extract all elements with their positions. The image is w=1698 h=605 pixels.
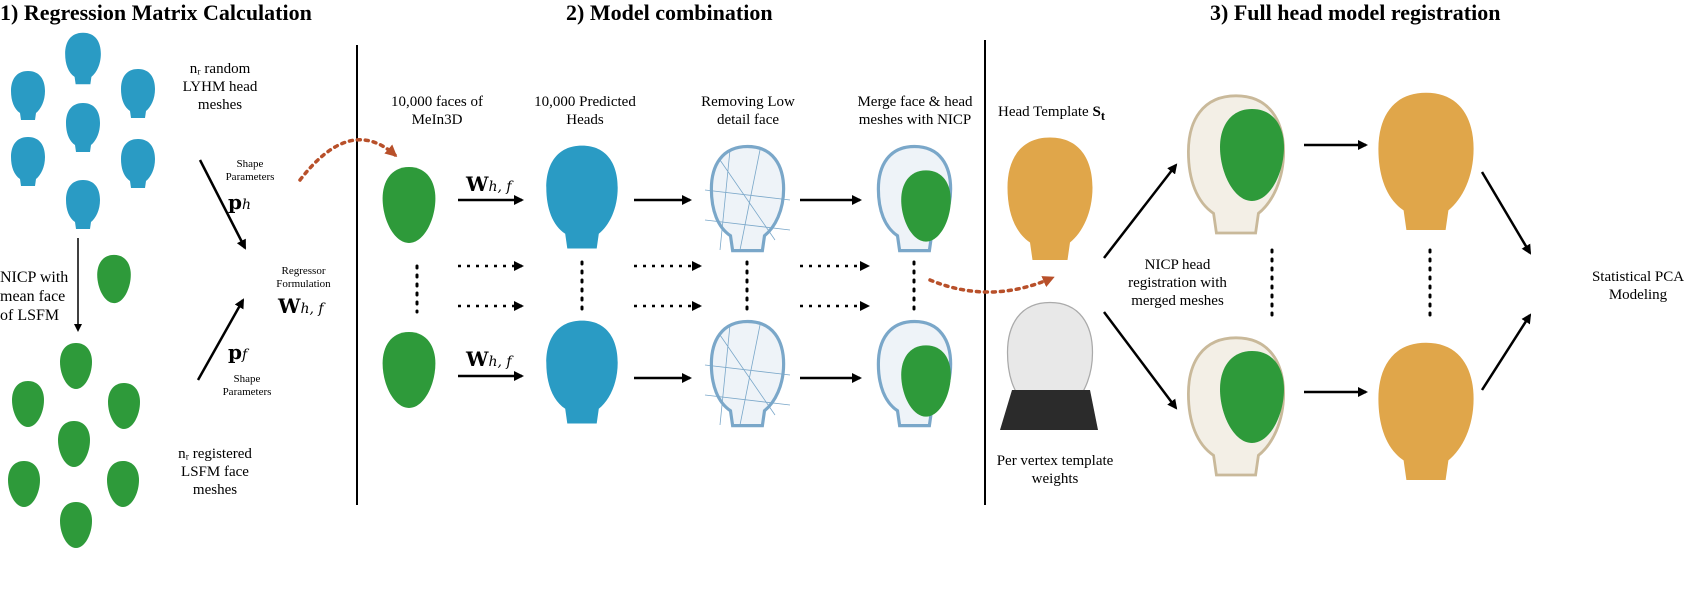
section3-title: 3) Full head model registration (1210, 0, 1501, 25)
merge-label-line: meshes with NICP (858, 112, 972, 128)
pca-label-line: Statistical PCA (1591, 269, 1685, 285)
lyhm-label-line: meshes (197, 97, 243, 113)
head-mesh-icon (121, 139, 155, 188)
head-mesh-icon (1378, 92, 1474, 230)
merge-label-line: Merge face & head (857, 94, 973, 110)
pca-label-line: Modeling (1608, 287, 1668, 303)
regressor-line: Regressor (281, 265, 326, 277)
predicted-label-line: Heads (566, 112, 604, 128)
face-mesh-icon (12, 381, 44, 427)
wireframe-head-icon (704, 319, 791, 428)
lyhm-label: nᵣ random LYHM head meshes (160, 60, 280, 114)
nicp-label-line: of LSFM (0, 307, 60, 324)
arrow-icon (1103, 311, 1178, 410)
lsfm-label-line: nᵣ registered (178, 446, 252, 462)
head-mesh-icon (546, 145, 618, 249)
face-mesh-icon (382, 332, 436, 408)
head-mesh-icon (66, 103, 100, 152)
shape-params-line: Shape (236, 158, 264, 170)
nicp-label-line: NICP with (0, 269, 69, 286)
face-mesh-icon (382, 167, 436, 243)
merge-label: Merge face & head meshes with NICP (840, 93, 990, 129)
registration-label-line: registration with (1128, 275, 1227, 291)
ph-symbol: ph (228, 190, 252, 214)
removing-label-line: detail face (716, 112, 780, 128)
w-symbol-top: Wh, f (466, 172, 512, 196)
face-mesh-icon (107, 461, 139, 507)
face-mesh-icon (108, 383, 140, 429)
w-symbol-bottom: Wh, f (466, 347, 512, 371)
removing-label: Removing Low detail face (688, 93, 808, 129)
head-mesh-icon (546, 320, 618, 424)
lsfm-face-cluster (8, 343, 140, 548)
shape-params-bottom: Shape Parameters (216, 373, 278, 399)
face-mesh-icon (8, 461, 40, 507)
pervertex-label-line: weights (1031, 471, 1079, 487)
dotted-arrows (458, 261, 870, 311)
registration-label-line: merged meshes (1131, 293, 1224, 309)
head-mesh-icon (1378, 342, 1474, 480)
pervertex-label-line: Per vertex template (996, 453, 1114, 469)
pf-symbol: pf (228, 340, 248, 364)
lyhm-head-cluster (11, 32, 155, 229)
predicted-label-line: 10,000 Predicted (534, 94, 636, 110)
head-template-icon (1007, 137, 1093, 260)
regressor-label: Regressor Formulation (266, 265, 341, 291)
w-symbol-regressor: Wh, f (278, 294, 324, 318)
merged-head-icon (876, 319, 953, 428)
nicp-label-line: mean face (0, 288, 66, 305)
dotted-arrow-icon (928, 276, 1055, 294)
arrow-icon (198, 159, 247, 250)
faces-label: 10,000 faces of MeIn3D (372, 93, 502, 129)
head-mesh-icon (11, 71, 45, 120)
head-mesh-icon (65, 32, 101, 85)
pervertex-label: Per vertex template weights (985, 452, 1125, 488)
shape-params-top: Shape Parameters (220, 158, 280, 184)
head-template-label: Head Template St (998, 103, 1138, 125)
shape-params-line: Parameters (222, 386, 272, 398)
registration-label: NICP head registration with merged meshe… (1100, 256, 1255, 310)
lsfm-label-line: meshes (192, 482, 238, 498)
regressor-line: Formulation (276, 278, 331, 290)
arrow-icon (1103, 163, 1178, 259)
merged-head-icon (876, 144, 953, 253)
ellipsis-columns (415, 248, 1432, 322)
lyhm-label-line: LYHM head (182, 79, 258, 95)
pca-label: Statistical PCA Modeling (1578, 268, 1698, 304)
arrow-icon (1480, 313, 1532, 391)
shape-params-line: Parameters (225, 171, 275, 183)
face-mesh-icon (97, 254, 131, 304)
removing-label-line: Removing Low (701, 94, 795, 110)
arrow-icon (1480, 171, 1532, 255)
template-subscript: t (1100, 109, 1105, 123)
section2-title: 2) Model combination (566, 0, 773, 25)
face-mesh-icon (60, 343, 92, 389)
nicp-label: NICP with mean face of LSFM (0, 268, 75, 325)
arrow-icon (196, 298, 245, 381)
wireframe-head-icon (704, 144, 791, 253)
template-symbol: S (1092, 104, 1101, 120)
lyhm-label-line: nᵣ random (189, 61, 251, 77)
head-mesh-icon (66, 180, 100, 229)
shape-params-line: Shape (233, 373, 261, 385)
head-mesh-icon (121, 69, 155, 118)
lsfm-label: nᵣ registered LSFM face meshes (155, 445, 275, 499)
head-mesh-icon (11, 137, 45, 186)
faces-label-line: MeIn3D (411, 112, 463, 128)
registered-head-icon (1186, 94, 1286, 235)
section1-title: 1) Regression Matrix Calculation (0, 0, 312, 25)
registered-head-icon (1186, 336, 1286, 477)
faces-label-line: 10,000 faces of (390, 94, 484, 110)
per-vertex-weights-icon (1000, 301, 1098, 430)
face-mesh-icon (58, 421, 90, 467)
dotted-arrow-icon (298, 138, 398, 182)
registration-label-line: NICP head (1144, 257, 1211, 273)
face-mesh-icon (60, 502, 92, 548)
lsfm-label-line: LSFM face (181, 464, 249, 480)
head-template-text: Head Template (998, 104, 1089, 120)
predicted-label: 10,000 Predicted Heads (520, 93, 650, 129)
